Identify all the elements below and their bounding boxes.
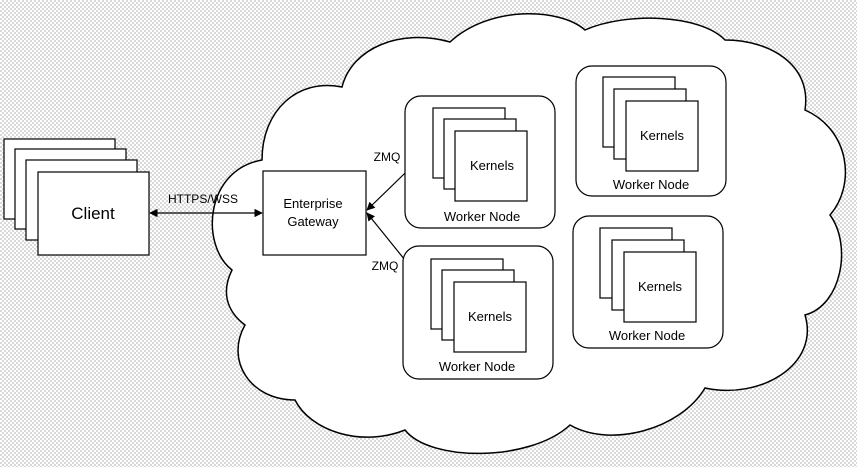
worker-node-1: Kernels Worker Node [404,95,556,229]
worker-1-kernels-label: Kernels [470,158,515,173]
worker-node-3: Kernels Worker Node [402,245,554,380]
client-stack: Client [3,138,150,256]
client-gateway-protocol-label: HTTPS/WSS [168,192,238,206]
worker-node-4: Kernels Worker Node [572,215,724,349]
gateway-label-line2: Gateway [287,214,339,229]
client-label: Client [71,204,115,223]
worker-1-label: Worker Node [444,209,520,224]
worker-3-label: Worker Node [439,359,515,374]
enterprise-gateway: Enterprise Gateway [262,170,367,256]
worker-3-kernels-label: Kernels [468,309,513,324]
gateway-worker-bottom-protocol-label: ZMQ [372,259,399,273]
worker-2-kernels-label: Kernels [640,128,685,143]
worker-4-label: Worker Node [609,328,685,343]
worker-node-2: Kernels Worker Node [575,65,727,197]
gateway-label-line1: Enterprise [283,196,342,211]
worker-2-label: Worker Node [613,177,689,192]
worker-4-kernels-label: Kernels [638,279,683,294]
gateway-worker-top-protocol-label: ZMQ [374,150,401,164]
